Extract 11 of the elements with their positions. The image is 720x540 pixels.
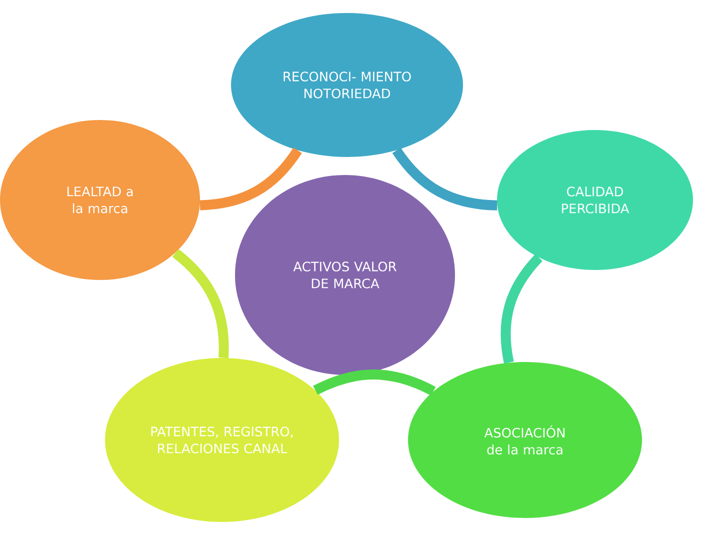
ellipse-node: RECONOCI- MIENTO NOTORIEDAD bbox=[231, 13, 463, 157]
ring-arc bbox=[392, 147, 498, 210]
ring-arc bbox=[500, 254, 543, 364]
ellipse-node: PATENTES, REGISTRO, RELACIONES CANAL bbox=[105, 358, 339, 522]
ring-arc bbox=[200, 148, 302, 210]
ellipse-node: LEALTAD a la marca bbox=[0, 120, 200, 280]
ellipse-node: CALIDAD PERCIBIDA bbox=[497, 130, 693, 270]
ring-arc bbox=[172, 248, 229, 358]
ellipse-node: ACTIVOS VALOR DE MARCA bbox=[235, 175, 455, 375]
ring-arc bbox=[313, 370, 436, 396]
ellipse-node: ASOCIACIÓN de la marca bbox=[408, 362, 642, 518]
